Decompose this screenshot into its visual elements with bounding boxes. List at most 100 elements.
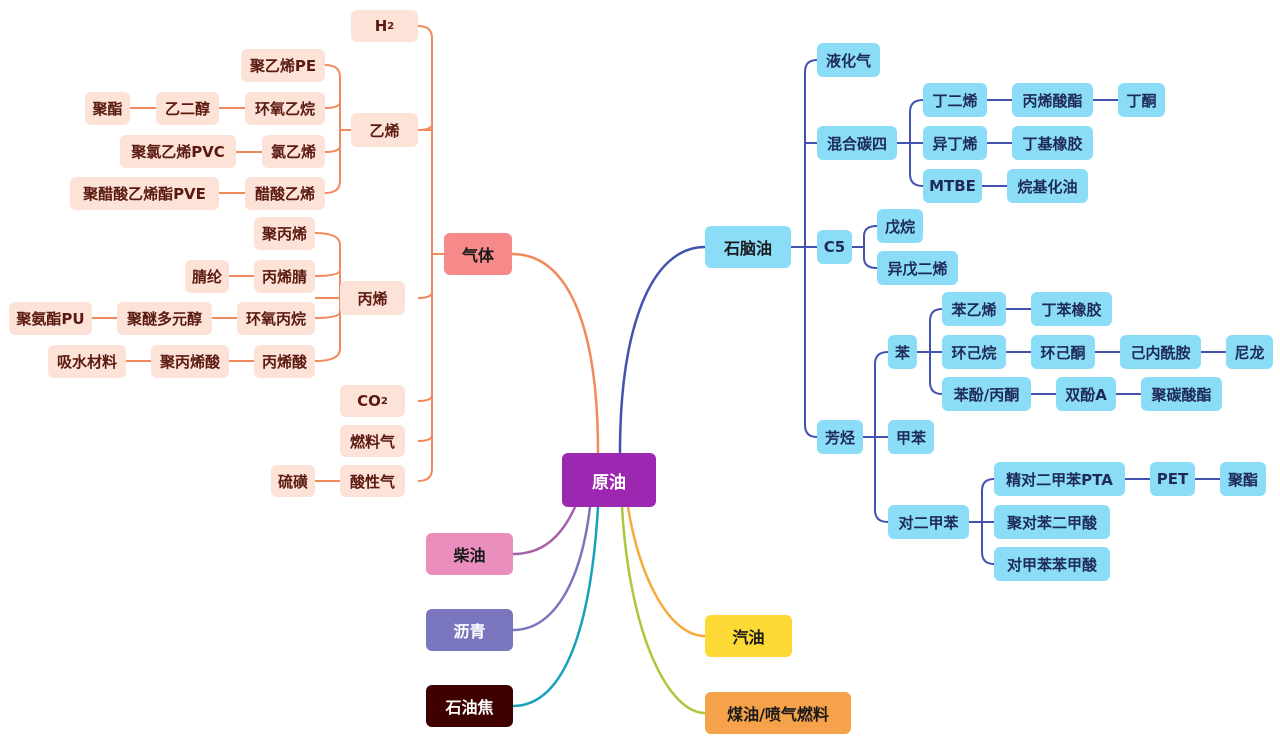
isobutene-label: 异丁烯 (932, 134, 978, 153)
branch-petcoke[interactable]: 石油焦 (426, 685, 513, 727)
node-pvc[interactable]: 聚氯乙烯PVC (120, 135, 236, 168)
link-benzene-tree (917, 308, 943, 395)
branch-asphalt[interactable]: 沥青 (426, 609, 513, 651)
root-node-crude-oil[interactable]: 原油 (562, 453, 656, 507)
node-pet[interactable]: PET (1150, 462, 1195, 496)
link-aromatics-tree (863, 351, 889, 523)
isoprene-label: 异戊二烯 (887, 259, 948, 278)
node-lpg[interactable]: 液化气 (817, 43, 880, 77)
branch-naphtha[interactable]: 石脑油 (705, 226, 791, 268)
node-ptoluic[interactable]: 对甲苯苯甲酸 (994, 547, 1110, 581)
ptoluic-label: 对甲苯苯甲酸 (1006, 555, 1097, 574)
link-px-tree (969, 478, 995, 565)
polyether-label: 聚醚多元醇 (126, 310, 202, 328)
node-pp[interactable]: 聚丙烯 (254, 217, 315, 250)
node-bpa[interactable]: 双酚A (1056, 377, 1116, 411)
node-polyester[interactable]: 聚酯 (85, 92, 130, 125)
node-eo[interactable]: 环氧乙烷 (245, 92, 325, 125)
node-aromatics[interactable]: 芳烃 (817, 420, 863, 454)
node-styrene[interactable]: 苯乙烯 (942, 292, 1006, 326)
node-butadiene[interactable]: 丁二烯 (923, 83, 987, 117)
vcm-label: 氯乙烯 (270, 143, 316, 161)
node-mtbe[interactable]: MTBE (923, 169, 982, 203)
node-po[interactable]: 环氧丙烷 (237, 302, 315, 335)
sap-label: 吸水材料 (56, 353, 117, 371)
branch-kerosene[interactable]: 煤油/喷气燃料 (705, 692, 851, 734)
nylon-label: 尼龙 (1234, 343, 1265, 362)
link-root-gas (511, 252, 600, 454)
pvc-label: 聚氯乙烯PVC (131, 143, 225, 161)
link-naphtha-spine (804, 59, 818, 438)
node-ethylene[interactable]: 乙烯 (351, 113, 418, 147)
node-acn[interactable]: 丙烯腈 (254, 260, 315, 293)
node-sap[interactable]: 吸水材料 (48, 345, 126, 378)
node-propylene[interactable]: 丙烯 (340, 281, 405, 315)
pu-label: 聚氨酯PU (16, 310, 85, 328)
node-cyclohexanone[interactable]: 环己酮 (1031, 335, 1095, 369)
link-propylene-mid (314, 269, 341, 319)
link-root-asphalt (512, 506, 592, 632)
node-pve[interactable]: 聚醋酸乙烯酯PVE (70, 177, 219, 210)
iir-label: 丁基橡胶 (1022, 134, 1083, 153)
cyclohexane-label: 环己烷 (951, 343, 997, 362)
node-sulfur[interactable]: 硫磺 (271, 465, 315, 497)
polyester-label: 聚酯 (92, 100, 123, 118)
link-c4-chains (982, 99, 1118, 187)
node-eg[interactable]: 乙二醇 (156, 92, 219, 125)
paa-label: 聚丙烯酸 (159, 353, 220, 371)
node-vcm[interactable]: 氯乙烯 (262, 135, 325, 168)
node-isoprene[interactable]: 异戊二烯 (877, 251, 958, 285)
eo-label: 环氧乙烷 (254, 100, 315, 118)
node-alkylate[interactable]: 烷基化油 (1007, 169, 1088, 203)
caprolactam-label: 己内酰胺 (1130, 343, 1191, 362)
node-pc[interactable]: 聚碳酸酯 (1141, 377, 1222, 411)
node-polyether[interactable]: 聚醚多元醇 (117, 302, 212, 335)
node-acrylic[interactable]: 腈纶 (185, 260, 229, 293)
node-cyclohexane[interactable]: 环己烷 (942, 335, 1006, 369)
node-phenol[interactable]: 苯酚/丙酮 (942, 377, 1031, 411)
link-gas-child-2 (417, 394, 433, 402)
branch-gas[interactable]: 气体 (444, 233, 512, 275)
node-pta[interactable]: 精对二甲苯PTA (994, 462, 1125, 496)
node-nylon[interactable]: 尼龙 (1226, 335, 1273, 369)
node-px[interactable]: 对二甲苯 (888, 505, 969, 539)
node-benzene[interactable]: 苯 (888, 335, 917, 369)
node-polyester-pet[interactable]: 聚酯 (1220, 462, 1266, 496)
node-toluene[interactable]: 甲苯 (888, 420, 934, 454)
h2-subscript: 2 (387, 20, 395, 32)
node-iir[interactable]: 丁基橡胶 (1012, 126, 1093, 160)
node-pe[interactable]: 聚乙烯PE (241, 49, 325, 82)
branch-diesel[interactable]: 柴油 (426, 533, 513, 575)
node-fuelgas[interactable]: 燃料气 (340, 425, 405, 457)
link-ethylene-chains (130, 107, 262, 194)
node-caprolactam[interactable]: 己内酰胺 (1120, 335, 1201, 369)
butadiene-label: 丁二烯 (932, 91, 978, 110)
node-sbr[interactable]: 丁苯橡胶 (1031, 292, 1112, 326)
node-c4[interactable]: 混合碳四 (817, 126, 897, 160)
bpa-label: 双酚A (1065, 385, 1107, 404)
node-aa[interactable]: 丙烯酸 (254, 345, 315, 378)
toluene-label: 甲苯 (895, 428, 926, 447)
mtbe-label: MTBE (929, 177, 976, 195)
branch-gasoline-label: 汽油 (732, 628, 765, 647)
node-pentane[interactable]: 戊烷 (877, 209, 923, 243)
sulfur-label: 硫磺 (277, 472, 308, 491)
node-paa[interactable]: 聚丙烯酸 (151, 345, 229, 378)
eg-label: 乙二醇 (164, 100, 210, 118)
pet-label: PET (1156, 470, 1189, 488)
node-acidgas[interactable]: 酸性气 (340, 465, 405, 497)
node-c5[interactable]: C5 (817, 230, 852, 264)
pbt-label: 聚对苯二甲酸 (1006, 513, 1097, 532)
node-mek[interactable]: 丁酮 (1118, 83, 1165, 117)
node-pu[interactable]: 聚氨酯PU (9, 302, 92, 335)
node-vam[interactable]: 醋酸乙烯 (245, 177, 325, 210)
node-acrylate[interactable]: 丙烯酸酯 (1012, 83, 1093, 117)
node-pbt[interactable]: 聚对苯二甲酸 (994, 505, 1110, 539)
link-propylene-chains (92, 275, 254, 362)
node-isobutene[interactable]: 异丁烯 (923, 126, 987, 160)
branch-gasoline[interactable]: 汽油 (705, 615, 792, 657)
